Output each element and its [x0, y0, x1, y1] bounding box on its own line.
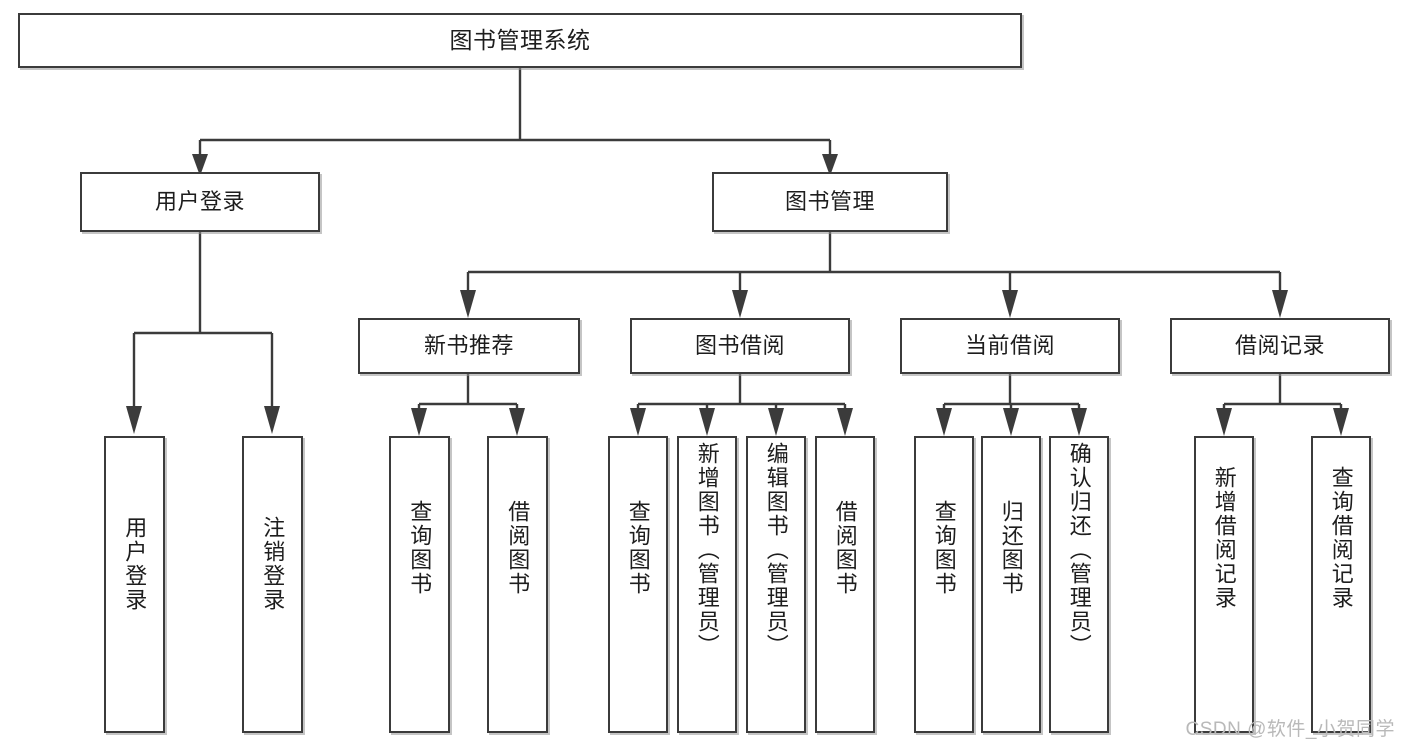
node-book-borrow[interactable]: 图书借阅: [630, 318, 850, 374]
arrowhead-current-borrow: [1002, 290, 1018, 318]
leaf-user-login-logout-label: 注销登录: [260, 516, 286, 612]
node-user-login[interactable]: 用户登录: [80, 172, 320, 232]
node-new-book-recommend-label: 新书推荐: [423, 333, 514, 359]
leaf-user-login-login-label: 用户登录: [122, 516, 148, 612]
node-borrow-record-label: 借阅记录: [1234, 333, 1325, 359]
arrowhead-leaf-user-login-1: [126, 406, 142, 434]
node-book-manage[interactable]: 图书管理: [712, 172, 948, 232]
leaf-current-borrow-query[interactable]: 查询图书: [914, 436, 974, 733]
arrowhead-leaf-book-borrow-3: [768, 408, 784, 436]
node-root-label: 图书管理系统: [449, 27, 591, 54]
arrowhead-leaf-current-borrow-2: [1003, 408, 1019, 436]
leaf-book-borrow-query-label: 查询图书: [625, 500, 651, 596]
leaf-current-borrow-query-label: 查询图书: [931, 500, 957, 596]
leaf-new-book-borrow[interactable]: 借阅图书: [487, 436, 548, 733]
node-root[interactable]: 图书管理系统: [18, 13, 1022, 68]
arrowhead-leaf-user-login-2: [264, 406, 280, 434]
arrowhead-leaf-borrow-record-2: [1333, 408, 1349, 436]
arrowhead-new-book: [460, 290, 476, 318]
leaf-book-borrow-borrow-label: 借阅图书: [832, 500, 858, 596]
leaf-book-borrow-add-label: 新增图书（管理员）: [694, 442, 720, 658]
leaf-user-login-login[interactable]: 用户登录: [104, 436, 165, 733]
leaf-borrow-record-query[interactable]: 查询借阅记录: [1311, 436, 1371, 733]
leaf-current-borrow-return[interactable]: 归还图书: [981, 436, 1041, 733]
arrowhead-book-borrow: [732, 290, 748, 318]
node-new-book-recommend[interactable]: 新书推荐: [358, 318, 580, 374]
arrowhead-leaf-new-book-1: [411, 408, 427, 436]
arrowhead-leaf-book-borrow-1: [630, 408, 646, 436]
leaf-book-borrow-add[interactable]: 新增图书（管理员）: [677, 436, 737, 733]
leaf-new-book-query-label: 查询图书: [407, 500, 433, 596]
leaf-new-book-query[interactable]: 查询图书: [389, 436, 450, 733]
leaf-new-book-borrow-label: 借阅图书: [505, 500, 531, 596]
leaf-current-borrow-return-label: 归还图书: [998, 500, 1024, 596]
leaf-current-borrow-confirm-label: 确认归还（管理员）: [1066, 442, 1092, 658]
node-borrow-record[interactable]: 借阅记录: [1170, 318, 1390, 374]
arrowhead-leaf-borrow-record-1: [1216, 408, 1232, 436]
node-book-manage-label: 图书管理: [784, 189, 875, 215]
leaf-book-borrow-borrow[interactable]: 借阅图书: [815, 436, 875, 733]
leaf-book-borrow-edit-label: 编辑图书（管理员）: [763, 442, 789, 658]
leaf-current-borrow-confirm[interactable]: 确认归还（管理员）: [1049, 436, 1109, 733]
leaf-book-borrow-query[interactable]: 查询图书: [608, 436, 668, 733]
arrowhead-borrow-record: [1272, 290, 1288, 318]
node-user-login-label: 用户登录: [154, 189, 245, 215]
node-current-borrow[interactable]: 当前借阅: [900, 318, 1120, 374]
arrowhead-leaf-current-borrow-1: [936, 408, 952, 436]
node-current-borrow-label: 当前借阅: [964, 333, 1055, 359]
arrowhead-leaf-new-book-2: [509, 408, 525, 436]
arrowhead-leaf-book-borrow-2: [699, 408, 715, 436]
node-book-borrow-label: 图书借阅: [694, 333, 785, 359]
leaf-book-borrow-edit[interactable]: 编辑图书（管理员）: [746, 436, 806, 733]
arrowhead-leaf-book-borrow-4: [837, 408, 853, 436]
leaf-borrow-record-add[interactable]: 新增借阅记录: [1194, 436, 1254, 733]
leaf-user-login-logout[interactable]: 注销登录: [242, 436, 303, 733]
leaf-borrow-record-query-label: 查询借阅记录: [1328, 466, 1354, 610]
watermark: CSDN @软件_小贺同学: [1185, 719, 1395, 740]
arrowhead-leaf-current-borrow-3: [1071, 408, 1087, 436]
leaf-borrow-record-add-label: 新增借阅记录: [1211, 466, 1237, 610]
